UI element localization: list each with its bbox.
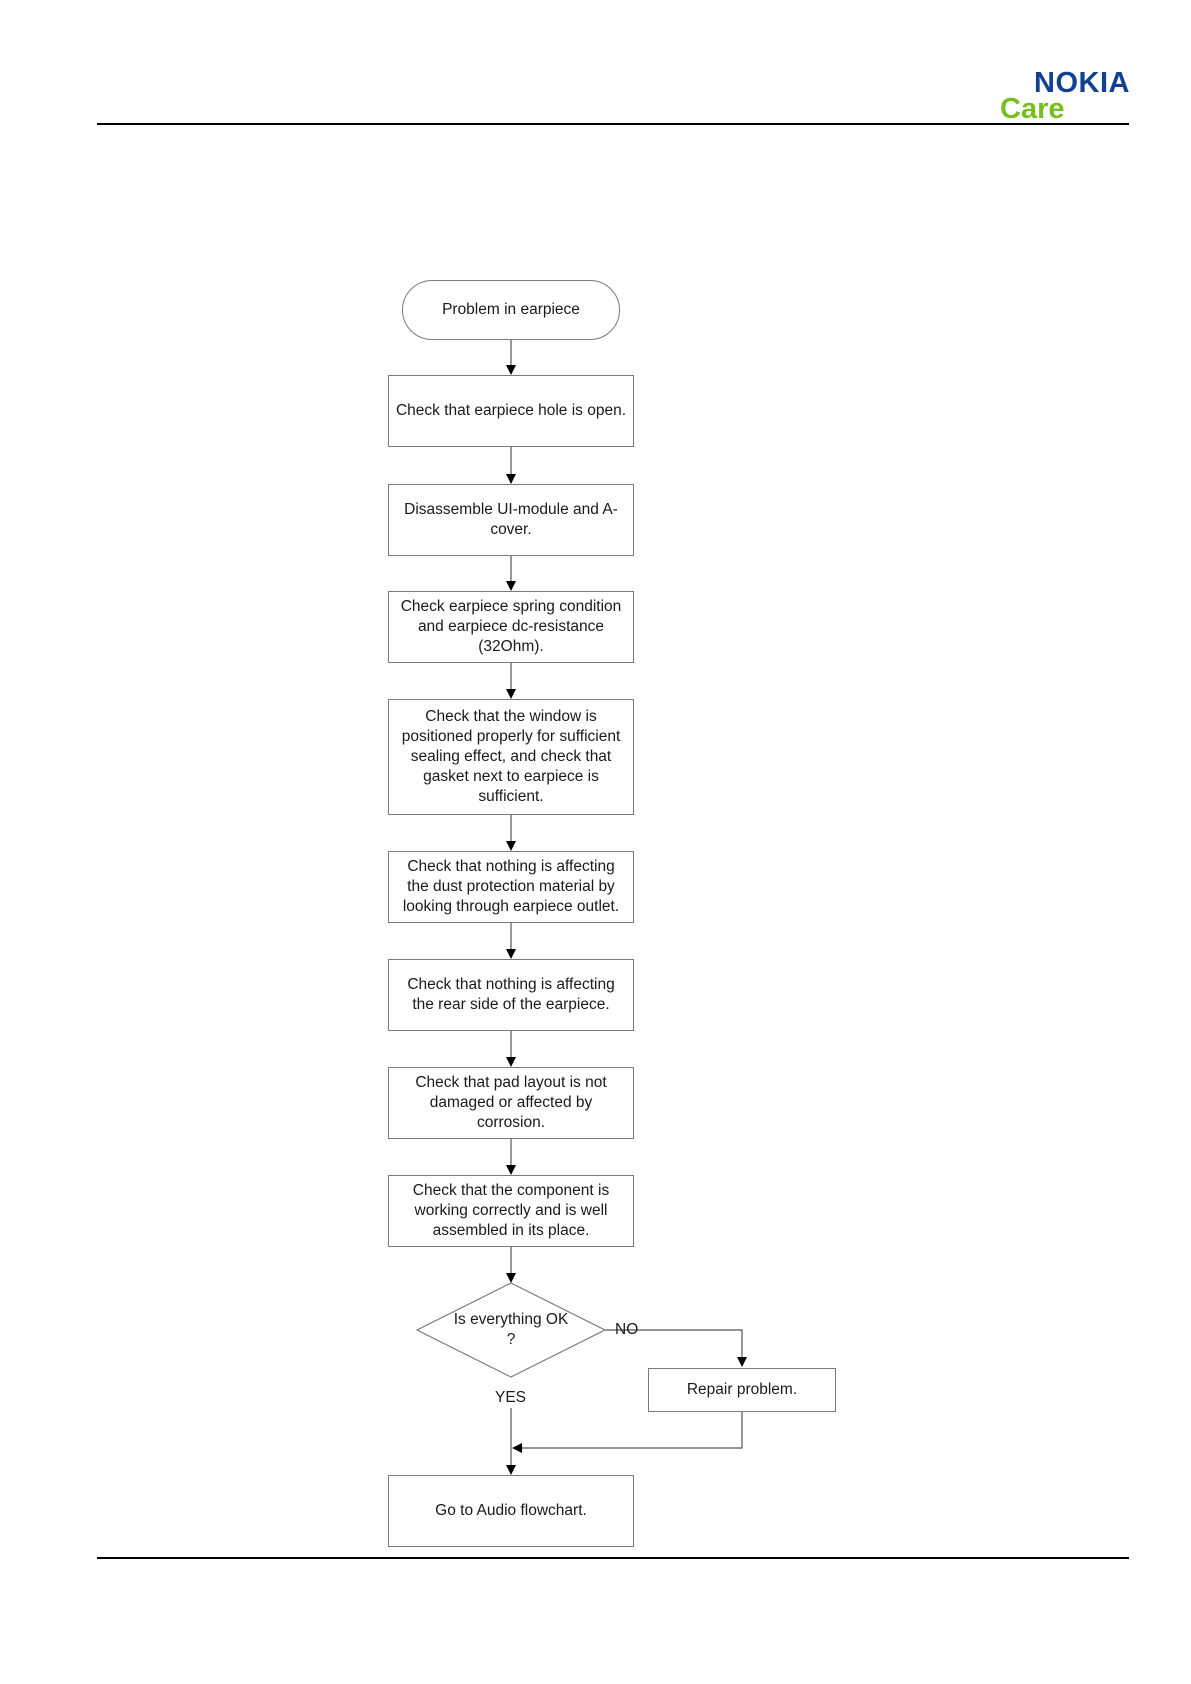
step-check-earpiece-hole: Check that earpiece hole is open. xyxy=(388,375,634,447)
step-disassemble-ui-module: Disassemble UI-module and A-cover. xyxy=(388,484,634,556)
step-label: Disassemble UI-module and A-cover. xyxy=(404,501,618,538)
step-label: Check that nothing is affecting the dust… xyxy=(402,858,620,915)
end-go-to-audio-flowchart: Go to Audio flowchart. xyxy=(388,1475,634,1547)
step-label: Check that nothing is affecting the rear… xyxy=(407,976,615,1013)
step-check-component: Check that the component is working corr… xyxy=(388,1175,634,1247)
step-check-rear-side: Check that nothing is affecting the rear… xyxy=(388,959,634,1031)
decision-label: Is everything OK ? xyxy=(453,1311,569,1348)
nokia-care-logo: NOKIA Care xyxy=(1000,68,1130,124)
logo-sub-text: Care xyxy=(1000,93,1065,125)
step-check-spring-resistance: Check earpiece spring condition and earp… xyxy=(388,591,634,663)
edge-decision-no xyxy=(605,1329,747,1367)
start-terminal: Problem in earpiece xyxy=(402,280,620,340)
step-label: Check that the component is working corr… xyxy=(412,1182,610,1239)
start-label: Problem in earpiece xyxy=(442,301,580,318)
repair-label: Repair problem. xyxy=(686,1381,798,1398)
step-label: Check that pad layout is not damaged or … xyxy=(415,1074,607,1131)
decision-diamond xyxy=(415,1282,607,1378)
repair-problem-box: Repair problem. xyxy=(648,1368,836,1412)
step-check-pad-layout: Check that pad layout is not damaged or … xyxy=(388,1067,634,1139)
header-rule xyxy=(97,123,1129,125)
step-check-window-gasket: Check that the window is positioned prop… xyxy=(388,699,634,815)
footer-rule xyxy=(97,1557,1129,1559)
yes-label: YES xyxy=(495,1389,527,1406)
edge-repair-return xyxy=(512,1411,743,1453)
step-label: Check that the window is positioned prop… xyxy=(401,708,621,805)
no-label: NO xyxy=(615,1321,639,1338)
end-label: Go to Audio flowchart. xyxy=(435,1502,587,1519)
logo-brand-text: NOKIA xyxy=(1034,67,1130,99)
step-check-dust-protection: Check that nothing is affecting the dust… xyxy=(388,851,634,923)
step-label: Check earpiece spring condition and earp… xyxy=(400,598,622,655)
step-label: Check that earpiece hole is open. xyxy=(395,402,627,419)
